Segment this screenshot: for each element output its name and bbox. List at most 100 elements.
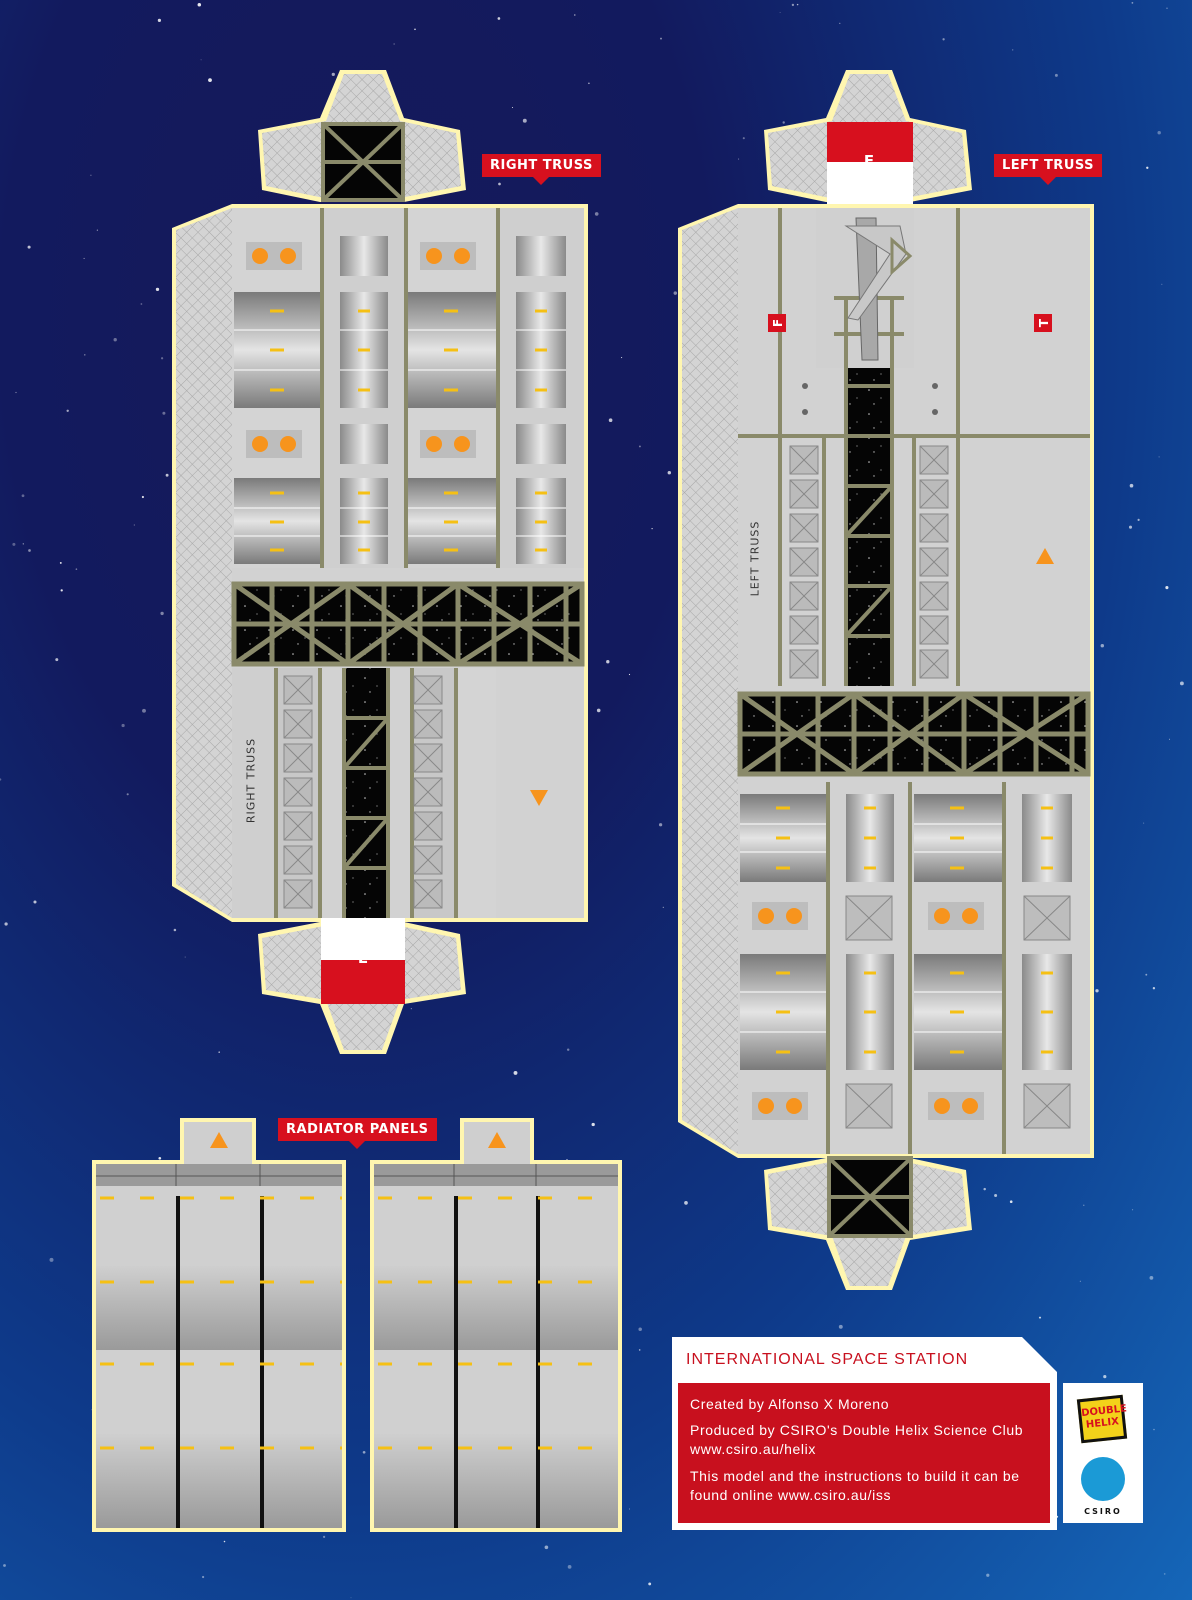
star [588,82,590,85]
star [839,22,841,25]
tab-f: F [771,318,785,328]
star [1083,1204,1085,1206]
star [522,118,527,123]
star [1103,1375,1107,1379]
star [1153,1428,1155,1431]
star [638,1349,641,1351]
star [638,1327,642,1331]
star [660,37,662,40]
star [55,658,59,662]
star [1161,283,1163,285]
star [648,1582,652,1586]
right-truss-lower-section [232,668,584,918]
orange-light-pairs [246,242,476,458]
star [0,778,2,781]
star [33,900,37,904]
star [567,1565,572,1569]
star [511,106,514,109]
star [1012,49,1014,51]
star [59,561,62,564]
star [12,542,16,546]
star [200,59,202,61]
star [498,182,501,186]
star [331,72,335,77]
star [1143,822,1145,824]
star [4,922,8,926]
orange-triangle-down-icon [530,790,548,806]
left-truss-side-label: LEFT TRUSS [748,520,762,597]
pressurised-cylinders [234,236,566,564]
star [1132,1209,1134,1211]
right-truss-tag: RIGHT TRUSS [482,154,601,185]
star [218,1051,220,1053]
star [208,78,212,82]
star [197,3,202,7]
star [1137,518,1140,522]
star [165,473,169,477]
star [1179,681,1184,686]
star [28,549,31,552]
credits-instructions: This model and the instructions to build… [690,1468,1020,1503]
star [608,418,613,423]
star [75,568,78,570]
left-truss-upper-section [738,208,1090,686]
left-truss-lower-modules [740,782,1072,1154]
star [986,1573,990,1577]
star [738,158,740,160]
star [658,823,663,827]
star [96,229,99,231]
star [596,708,601,713]
credits-title: INTERNATIONAL SPACE STATION [686,1351,969,1368]
right-truss-top-cap [258,70,466,202]
star [606,660,610,664]
star [673,291,678,295]
right-truss-side-label: RIGHT TRUSS [244,737,258,824]
star [628,673,631,676]
star [350,1597,352,1599]
star [27,245,31,249]
double-helix-logo: DOUBLE HELIX [1076,1394,1127,1444]
star [160,611,164,616]
star [1079,1280,1081,1282]
tab-e-left-top: E [863,152,875,170]
star [513,1070,518,1075]
star [621,357,623,359]
star [779,11,781,13]
star [49,1257,54,1262]
star [544,1545,549,1550]
star [574,14,576,16]
orange-triangle-up-icon [1036,548,1054,564]
csiro-logo-icon [1081,1457,1125,1501]
radiator-panels-tag: RADIATOR PANELS [278,1118,437,1149]
left-truss-bottom-cap [764,1156,972,1290]
star [1166,7,1168,9]
star [1131,1,1134,4]
star [497,17,501,20]
star [155,287,160,292]
star [1038,1316,1042,1319]
star [223,1540,226,1543]
star [651,527,653,530]
radiator-panel-left [92,1118,346,1532]
star [126,793,129,796]
star [1165,586,1169,590]
star [160,357,164,360]
star [157,18,161,22]
left-truss-lattice-band [737,691,1091,777]
tab-e-right-bottom: E [357,949,369,967]
star [66,409,69,412]
star [90,174,92,176]
star [322,1535,326,1539]
star [1129,483,1134,488]
star [22,543,24,545]
star [1100,643,1105,648]
star [1158,456,1160,458]
credits-produced-by: Produced by CSIRO's Double Helix Science… [690,1422,1024,1457]
star [173,928,177,932]
star [1169,738,1170,740]
star [121,723,125,728]
credits-card: INTERNATIONAL SPACE STATION Created by A… [672,1337,1057,1530]
star [1145,973,1148,976]
left-truss-top-cap [764,70,972,204]
